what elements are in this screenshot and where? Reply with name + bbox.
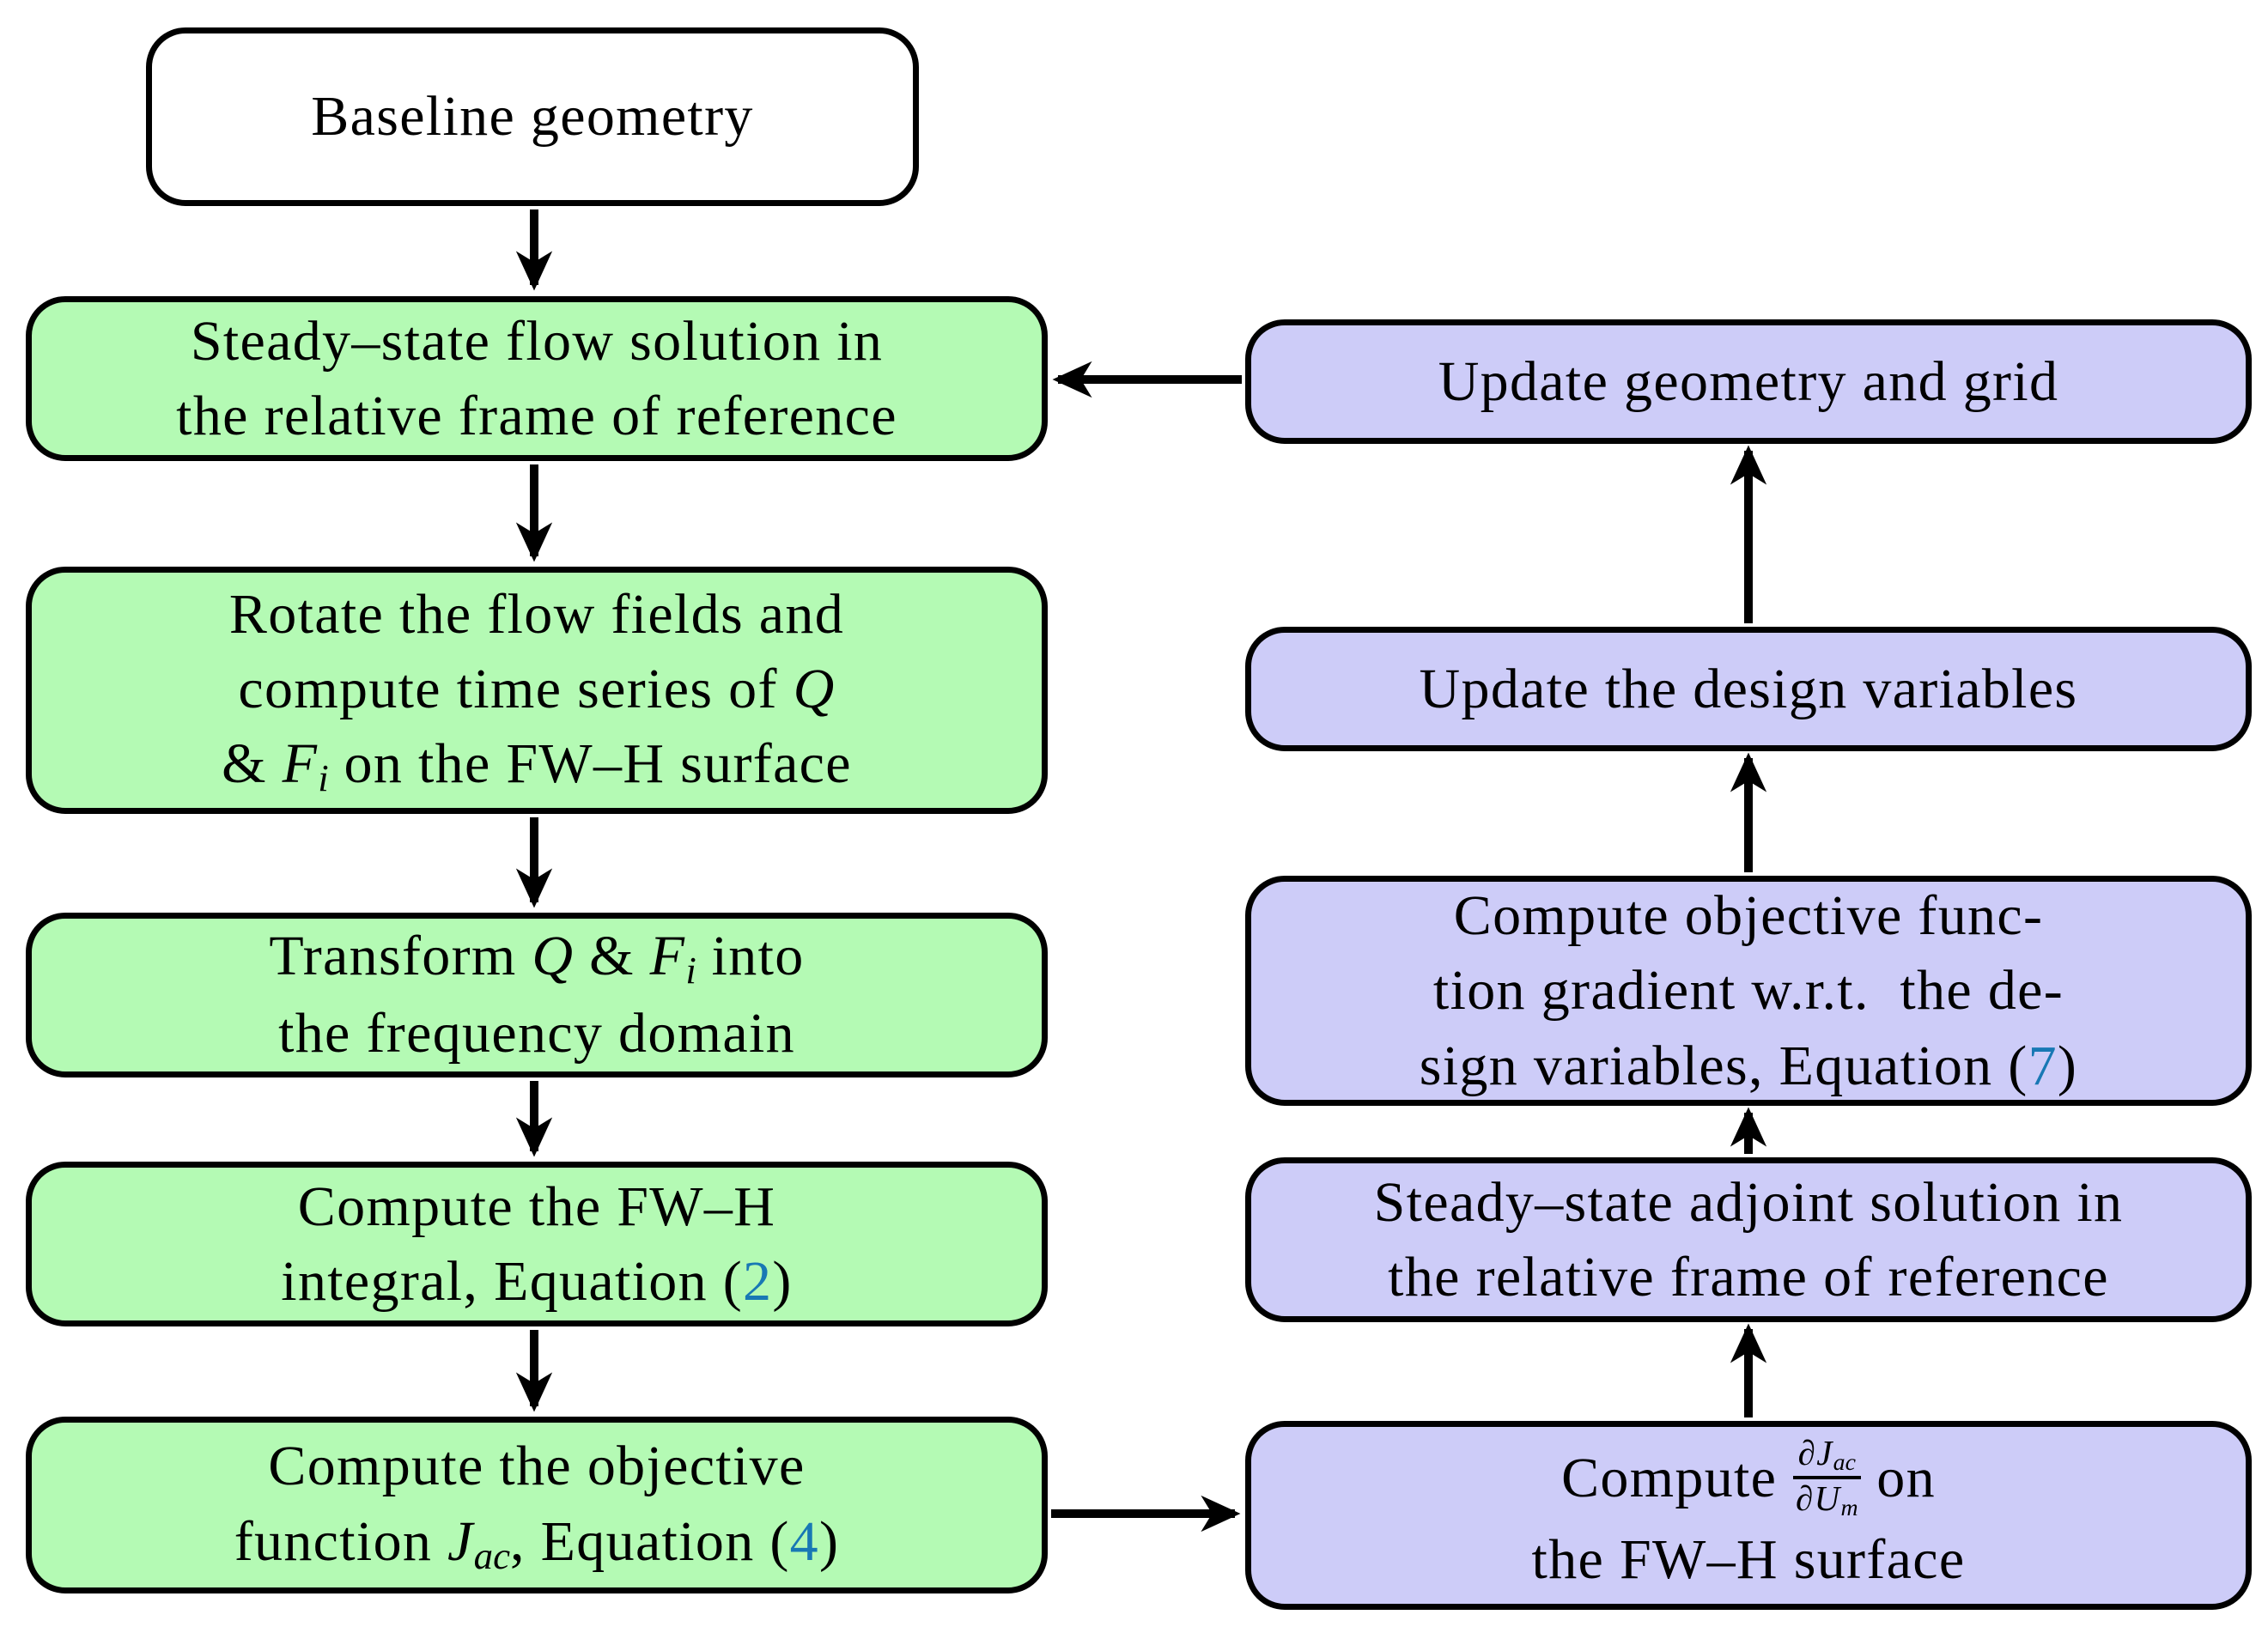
compute-djdu-line2: the FW–H surface — [1531, 1528, 1966, 1592]
partial-symbol: ∂ — [1797, 1433, 1817, 1472]
node-steady-state-adjoint-solution: Steady–state adjoint solution in the rel… — [1245, 1157, 2252, 1322]
compute-djdu-line1-pre: Compute — [1561, 1446, 1778, 1509]
node-compute-djac-dum: Compute ∂Jac ∂Um on the FW–H surface — [1245, 1421, 2252, 1610]
flow-solution-line1: Steady–state flow solution in — [190, 309, 884, 373]
transform-line1-pre: Transform — [269, 925, 532, 988]
math-f-subscript: i — [685, 949, 696, 992]
fwh-integral-line2: integral, Equation (2) — [281, 1244, 792, 1319]
objective-line2-mid: , Equation ( — [510, 1509, 790, 1573]
partial-symbol: ∂ — [1796, 1479, 1815, 1519]
node-compute-gradient: Compute objective func- tion gradient w.… — [1245, 876, 2252, 1106]
node-update-design-variables: Update the design variables — [1245, 627, 2252, 751]
fwh-integral-line2-pre: integral, Equation ( — [281, 1250, 744, 1313]
math-j-subscript: ac — [1833, 1448, 1856, 1476]
partial-derivative-fraction: ∂Jac ∂Um — [1792, 1434, 1861, 1523]
transform-line1-post: into — [696, 925, 805, 988]
transform-line1-amp: & — [574, 925, 650, 988]
fraction-denominator: ∂Um — [1792, 1476, 1861, 1522]
node-rotate-flow-fields: Rotate the flow fields and compute time … — [26, 567, 1048, 814]
objective-line1: Compute the objective — [268, 1435, 806, 1498]
gradient-line3: sign variables, Equation (7) — [1420, 1029, 2077, 1103]
transform-line1: Transform Q & Fi into — [269, 919, 804, 996]
math-q-symbol: Q — [532, 925, 575, 988]
update-geometry-label: Update geometry and grid — [1438, 349, 2059, 413]
math-f-subscript: i — [318, 756, 329, 799]
update-design-label: Update the design variables — [1419, 657, 2078, 720]
equation-7-link[interactable]: 7 — [2028, 1034, 2058, 1097]
gradient-line3-pre: sign variables, Equation ( — [1419, 1034, 2028, 1097]
adjoint-line2: the relative frame of reference — [1388, 1246, 2109, 1308]
transform-line2: the frequency domain — [278, 1002, 795, 1065]
node-steady-state-flow-solution: Steady–state flow solution in the relati… — [26, 296, 1048, 461]
baseline-label: Baseline geometry — [311, 85, 754, 149]
node-compute-fwh-integral: Compute the FW–H integral, Equation (2) — [26, 1162, 1048, 1326]
rotate-line2: compute time series of Q — [238, 652, 835, 726]
compute-djdu-line1: Compute ∂Jac ∂Um on — [1561, 1434, 1936, 1523]
node-transform-frequency-domain: Transform Q & Fi into the frequency doma… — [26, 913, 1048, 1077]
node-compute-objective-function: Compute the objective function Jac, Equa… — [26, 1417, 1048, 1593]
gradient-line2: tion gradient w.r.t. the de- — [1432, 959, 2064, 1023]
flow-solution-line2: the relative frame of reference — [176, 385, 897, 447]
objective-line2: function Jac, Equation (4) — [234, 1504, 840, 1581]
math-j-subscript: ac — [473, 1533, 511, 1577]
math-u-symbol: U — [1814, 1479, 1841, 1519]
gradient-line3-post: ) — [2057, 1034, 2078, 1097]
fraction-numerator: ∂Jac — [1798, 1434, 1856, 1477]
math-f-symbol: F — [649, 925, 686, 988]
rotate-line1: Rotate the flow fields and — [228, 582, 845, 646]
math-u-subscript: m — [1840, 1495, 1858, 1522]
math-j-symbol: J — [1816, 1433, 1833, 1472]
rotate-line2-text: compute time series of — [238, 657, 793, 720]
math-q-symbol: Q — [793, 657, 836, 720]
math-j-symbol: J — [447, 1509, 474, 1573]
math-f-symbol: F — [282, 732, 319, 796]
rotate-line3-text: on the FW–H surface — [328, 732, 852, 796]
node-update-geometry-and-grid: Update geometry and grid — [1245, 319, 2252, 444]
objective-line2-pre: function — [234, 1509, 448, 1573]
equation-2-link[interactable]: 2 — [743, 1250, 773, 1313]
node-baseline-geometry: Baseline geometry — [146, 27, 919, 206]
rotate-line3: & Fi on the FW–H surface — [222, 726, 852, 804]
objective-line2-post: ) — [818, 1509, 840, 1573]
fwh-integral-line1: Compute the FW–H — [297, 1175, 776, 1238]
fwh-integral-line2-post: ) — [772, 1250, 793, 1313]
gradient-line1: Compute objective func- — [1453, 884, 2044, 948]
compute-djdu-line1-post: on — [1876, 1446, 1936, 1509]
rotate-line3-amp: & — [222, 732, 283, 796]
equation-4-link[interactable]: 4 — [789, 1509, 819, 1573]
adjoint-line1: Steady–state adjoint solution in — [1373, 1170, 2124, 1234]
